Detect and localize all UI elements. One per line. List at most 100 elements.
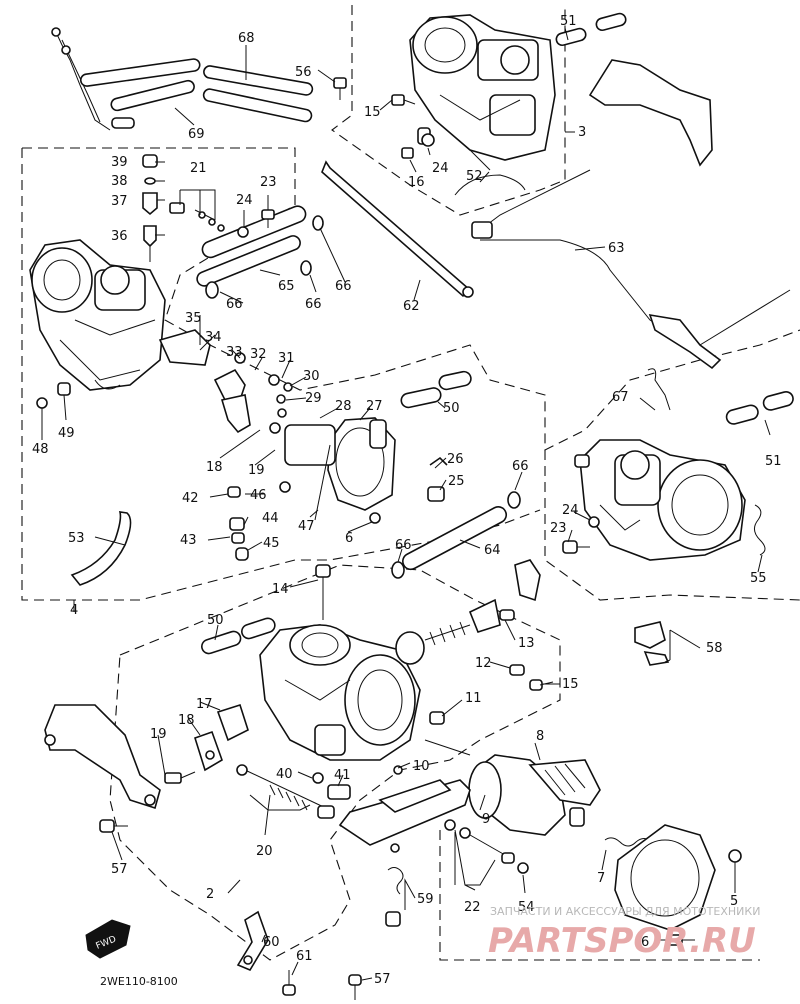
piston-valve-9 <box>468 754 601 836</box>
callout-66c: 66 <box>335 279 352 294</box>
callout-28: 28 <box>335 399 352 414</box>
screw-57-left <box>99 819 128 833</box>
callout-labels: 68 69 56 51 15 3 16 24 52 39 38 37 21 23… <box>32 14 782 987</box>
callout-5: 5 <box>730 894 738 909</box>
callout-6: 6 <box>345 531 353 546</box>
callout-58: 58 <box>706 641 723 656</box>
callout-46: 46 <box>250 488 267 503</box>
throttle-rod-62 <box>321 160 474 298</box>
jets-37-39 <box>142 154 158 262</box>
callout-20: 20 <box>256 844 273 859</box>
callout-16: 16 <box>408 175 425 190</box>
callout-50b: 50 <box>207 613 224 628</box>
callout-69: 69 <box>188 127 205 142</box>
callout-7: 7 <box>597 871 605 886</box>
callout-51: 51 <box>560 14 577 29</box>
callout-10: 10 <box>413 759 430 774</box>
callout-66e: 66 <box>395 538 412 553</box>
callout-59: 59 <box>417 892 434 907</box>
callout-9: 9 <box>482 812 490 827</box>
tube-51-right <box>725 391 794 425</box>
bracket-upper-right <box>588 59 713 167</box>
callout-66a: 66 <box>226 297 243 312</box>
callout-24: 24 <box>432 161 449 176</box>
callout-57: 57 <box>111 862 128 877</box>
callout-50: 50 <box>443 401 460 416</box>
callout-41: 41 <box>334 768 351 783</box>
screw-59 <box>385 867 404 927</box>
plates-17-18 <box>164 703 249 784</box>
callout-43: 43 <box>180 533 197 548</box>
screws-upper <box>333 77 435 159</box>
joint-pipe-65 <box>196 205 324 299</box>
callout-48: 48 <box>32 442 49 457</box>
group-bottom-boundary <box>439 830 760 961</box>
carburetor-lower <box>259 564 421 761</box>
tube-50-upper <box>400 370 472 409</box>
diagram-code: 2WE110-8100 <box>100 975 178 988</box>
callout-8: 8 <box>536 729 544 744</box>
callout-25: 25 <box>448 474 465 489</box>
callout-21: 21 <box>190 161 207 176</box>
carburetor-left <box>29 239 166 391</box>
callout-45: 45 <box>263 536 280 551</box>
tube-50-lower <box>201 617 276 655</box>
callout-53: 53 <box>68 531 85 546</box>
bracket-left-lower <box>44 704 161 810</box>
fuel-hose-assembly <box>51 27 314 131</box>
callout-15: 15 <box>364 105 381 120</box>
carburetor-right <box>574 368 746 561</box>
callout-18b: 18 <box>178 713 195 728</box>
callout-30: 30 <box>303 369 320 384</box>
callout-66b: 66 <box>305 297 322 312</box>
float-chamber-27 <box>284 417 396 521</box>
callout-24b: 24 <box>236 193 253 208</box>
callout-6b: 6 <box>641 935 649 950</box>
callout-35: 35 <box>185 311 202 326</box>
callout-3: 3 <box>578 125 586 140</box>
callout-32: 32 <box>250 347 267 362</box>
watermark-logo: PARTSPOR.RU <box>488 921 756 961</box>
small-parts-left <box>36 382 448 561</box>
joint-pipe-64 <box>391 491 521 579</box>
callout-39: 39 <box>111 155 128 170</box>
callout-24c: 24 <box>562 503 579 518</box>
callout-38: 38 <box>111 174 128 189</box>
callout-27: 27 <box>366 399 383 414</box>
callout-18: 18 <box>206 460 223 475</box>
callout-40: 40 <box>276 767 293 782</box>
valve-assembly-13 <box>395 559 541 665</box>
screws-right <box>562 516 600 554</box>
callout-33: 33 <box>226 345 243 360</box>
callout-22: 22 <box>464 900 481 915</box>
callout-23b: 23 <box>550 521 567 536</box>
forward-direction-badge: FWD <box>85 919 131 959</box>
callout-67: 67 <box>612 390 629 405</box>
tube-51-top <box>555 12 627 47</box>
callout-12: 12 <box>475 656 492 671</box>
callout-56: 56 <box>295 65 312 80</box>
throttle-cable-63 <box>471 169 791 370</box>
screw-61 <box>282 970 296 996</box>
callout-52: 52 <box>466 169 483 184</box>
callout-17: 17 <box>196 697 213 712</box>
bracket-58 <box>634 621 670 666</box>
screws-22 <box>444 819 529 874</box>
callout-4: 4 <box>70 603 78 618</box>
group-2-boundary <box>109 564 561 961</box>
callout-14: 14 <box>272 582 289 597</box>
callout-23: 23 <box>260 175 277 190</box>
callout-49: 49 <box>58 426 75 441</box>
callout-29: 29 <box>305 391 322 406</box>
callout-13: 13 <box>518 636 535 651</box>
callout-37: 37 <box>111 194 128 209</box>
callout-19: 19 <box>248 463 265 478</box>
callout-54: 54 <box>518 900 535 915</box>
screw-57-bottom <box>348 974 362 1000</box>
carburetor-upper <box>409 14 556 171</box>
callout-2: 2 <box>206 887 214 902</box>
callout-57b: 57 <box>374 972 391 987</box>
hose-53 <box>70 511 132 586</box>
